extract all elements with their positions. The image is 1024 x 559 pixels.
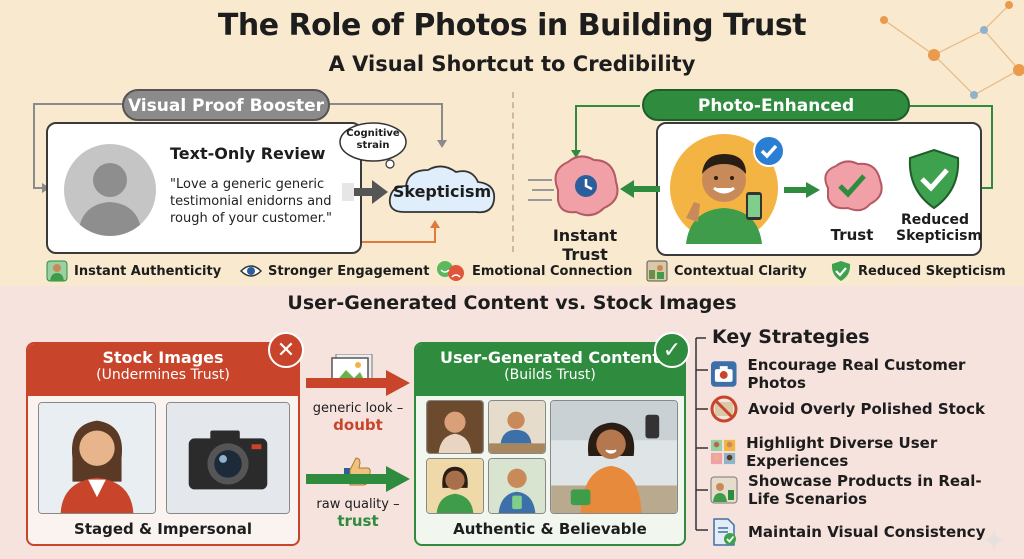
emoji-faces-icon <box>437 261 464 281</box>
ugc-panel-footer: Authentic & Believable <box>453 520 647 538</box>
stock-panel-footer: Staged & Impersonal <box>74 520 252 538</box>
brain-check-icon <box>824 160 883 212</box>
anonymous-avatar <box>64 144 156 236</box>
stock-images-panel: Stock Images (Undermines Trust) Staged &… <box>26 342 300 546</box>
strategy-label: Avoid Overly Polished Stock <box>748 400 985 418</box>
cognitive-strain-bubble <box>339 122 407 169</box>
ugc-photo-woman-smiling <box>426 458 484 514</box>
arrow-photo-to-trust <box>784 182 820 198</box>
shield-check-small-icon <box>831 261 851 281</box>
benefit-label: Contextual Clarity <box>674 263 807 279</box>
skepticism-label: Skepticism <box>392 182 492 201</box>
note-doubt: doubt <box>333 416 383 434</box>
strategy-label: Encourage Real Customer Photos <box>747 356 966 392</box>
x-mark-badge: ✕ <box>268 332 304 368</box>
strategies-connector <box>695 337 708 531</box>
ugc-photo-man-product <box>488 458 546 514</box>
right-loop-connector <box>571 105 993 189</box>
benefit-stronger-engagement: Stronger Engagement <box>240 260 429 282</box>
label-visual-proof-booster: Visual Proof Booster <box>122 89 330 121</box>
benefit-label: Stronger Engagement <box>268 263 430 279</box>
network-decoration <box>880 1 1024 99</box>
person-photo-icon <box>46 260 68 282</box>
strategy-label: Highlight Diverse User Experiences <box>746 434 938 470</box>
arrow-to-instant-trust <box>620 180 660 198</box>
ugc-panel-header: User-Generated Content (Builds Trust) <box>416 344 684 396</box>
benefit-reduced-skepticism: Reduced Skepticism <box>830 260 1006 282</box>
quote-connector <box>342 183 354 201</box>
ugc-photo-man-table <box>488 400 546 454</box>
page-subtitle: A Visual Shortcut to Credibility <box>328 52 696 76</box>
center-divider <box>512 92 514 252</box>
green-arrow-to-ugc <box>306 466 410 492</box>
camera-photo-icon <box>710 361 737 387</box>
note-generic-look-text: generic look – <box>312 401 404 416</box>
strategy-item: Maintain Visual Consistency <box>710 518 985 546</box>
benefit-label: Instant Authenticity <box>74 263 222 279</box>
review-quote: "Love a generic generic testimonial enid… <box>170 177 333 226</box>
strategy-item: Avoid Overly Polished Stock <box>710 395 985 423</box>
note-raw-quality: raw quality – trust <box>306 496 410 530</box>
comparison-title: User-Generated Content vs. Stock Images <box>287 292 737 314</box>
ugc-photo-kitchen-selfie <box>550 400 678 514</box>
product-scene-icon <box>710 476 738 504</box>
ugc-panel: User-Generated Content (Builds Trust) Au… <box>414 342 686 546</box>
document-check-icon <box>713 518 736 546</box>
smiling-customer-photo <box>670 134 778 244</box>
red-arrow-to-ugc <box>306 370 410 396</box>
sparkle-icon <box>983 529 1005 551</box>
skepticism-cloud-icon <box>388 165 496 214</box>
cognitive-strain-text: Cognitive strain <box>346 128 400 151</box>
verified-badge-icon <box>753 135 785 167</box>
benefit-instant-authenticity: Instant Authenticity <box>46 260 221 282</box>
note-raw-quality-text: raw quality – <box>316 497 400 512</box>
stock-panel-subtitle: (Undermines Trust) <box>96 367 230 383</box>
stock-camera-photo <box>166 402 290 514</box>
arrow-to-skepticism <box>354 180 388 204</box>
note-trust: trust <box>337 512 379 530</box>
no-stock-icon <box>710 395 738 423</box>
fast-brain-icon <box>528 155 619 217</box>
benefit-label: Reduced Skepticism <box>858 263 1006 279</box>
strategy-label: Showcase Products in Real-Life Scenarios <box>748 472 982 508</box>
benefit-emotional-connection: Emotional Connection <box>436 260 632 282</box>
page-title: The Role of Photos in Building Trust <box>217 8 807 43</box>
ugc-photo-woman-phone <box>426 400 484 454</box>
diverse-users-icon <box>710 439 736 465</box>
instant-trust-label: Instant Trust <box>552 226 618 264</box>
strategy-label: Maintain Visual Consistency <box>748 523 986 541</box>
ugc-panel-subtitle: (Builds Trust) <box>504 367 596 383</box>
eye-icon <box>240 265 262 277</box>
ugc-panel-title: User-Generated Content <box>440 348 660 367</box>
shield-check-icon <box>908 148 960 210</box>
check-mark-badge: ✓ <box>654 332 690 368</box>
strategy-item: Highlight Diverse User Experiences <box>710 434 1024 470</box>
note-generic-look: generic look – doubt <box>306 400 410 434</box>
strategy-item: Encourage Real Customer Photos <box>710 356 1024 392</box>
benefit-label: Emotional Connection <box>472 263 633 279</box>
stock-woman-photo <box>38 402 156 514</box>
stock-panel-header: Stock Images (Undermines Trust) <box>28 344 298 396</box>
benefit-contextual-clarity: Contextual Clarity <box>646 260 807 282</box>
review-title: Text-Only Review <box>170 144 326 163</box>
scene-photo-icon <box>646 260 668 282</box>
text-only-review-card: Text-Only Review "Love a generic generic… <box>46 122 362 254</box>
trust-label: Trust <box>830 226 874 244</box>
strategy-item: Showcase Products in Real-Life Scenarios <box>710 472 988 508</box>
stock-panel-title: Stock Images <box>102 348 224 367</box>
key-strategies-title: Key Strategies <box>712 326 870 348</box>
label-photo-enhanced-testimonial: Photo-Enhanced Testimonial <box>642 89 910 146</box>
reduced-skepticism-label: Reduced Skepticism <box>896 212 983 244</box>
